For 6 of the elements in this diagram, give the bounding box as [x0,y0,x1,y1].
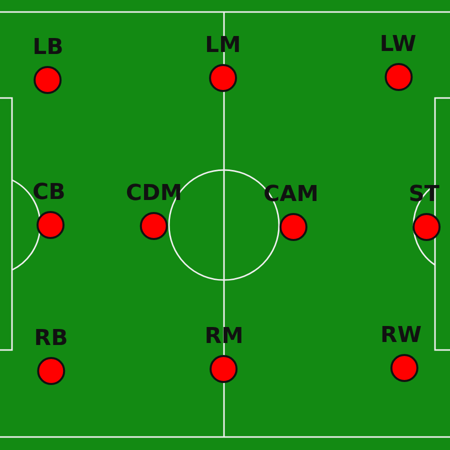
position-label: RB [34,327,68,351]
position-label: CDM [126,182,182,206]
position-label: CB [32,181,66,205]
position-label: RW [380,324,422,348]
position-label: LB [32,36,64,60]
position-label: LW [380,33,416,57]
